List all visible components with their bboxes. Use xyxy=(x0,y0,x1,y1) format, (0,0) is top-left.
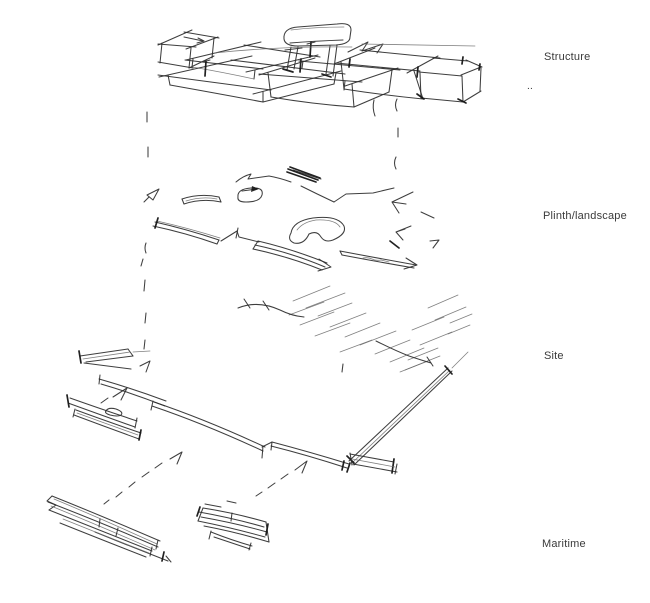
label-plinth-landscape: Plinth/landscape xyxy=(543,210,627,222)
plinth-landscape-level-sketch xyxy=(143,166,418,272)
structure-level-sketch xyxy=(157,23,483,117)
label-structure: Structure xyxy=(544,51,591,63)
maritime-level-sketch xyxy=(46,495,270,563)
dashed-construction-lines xyxy=(139,98,440,373)
label-site: Site xyxy=(544,350,564,362)
site-level-sketch xyxy=(66,285,473,505)
label-maritime: Maritime xyxy=(542,538,586,550)
stray-mark: .. xyxy=(527,81,533,92)
